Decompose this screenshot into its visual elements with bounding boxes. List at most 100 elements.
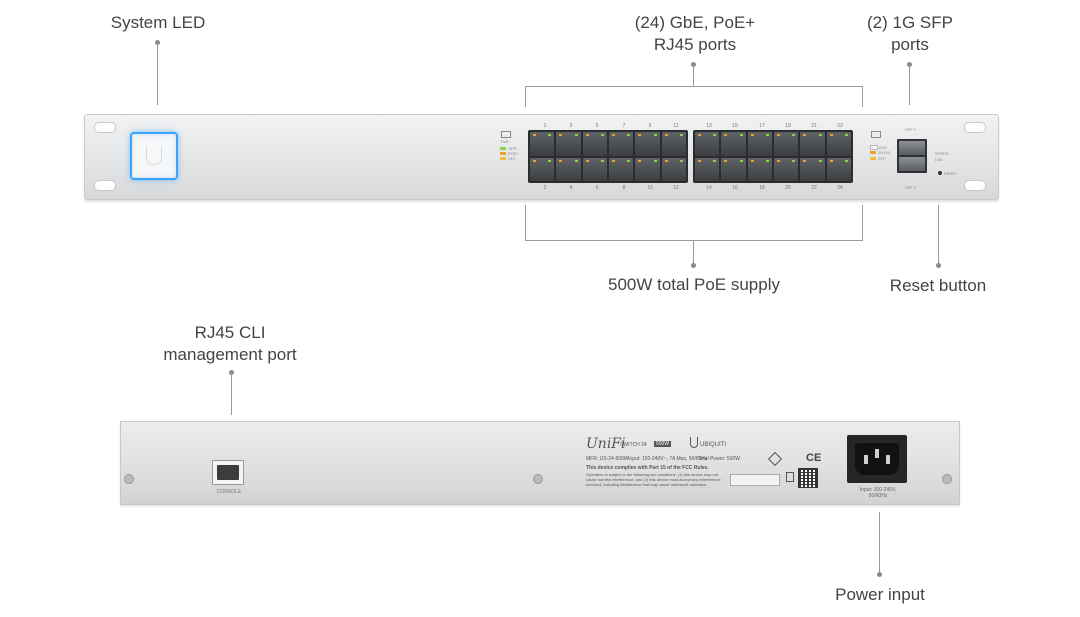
rj45-port[interactable] (661, 132, 686, 156)
rj45-port[interactable] (635, 132, 660, 156)
system-led (130, 132, 178, 180)
gbe-ports-callout-line2: RJ45 ports (653, 35, 737, 54)
switch-back-panel (120, 421, 960, 505)
certification-ce: CE (806, 452, 822, 464)
sfp-port[interactable] (899, 157, 925, 171)
ubiquiti-logo-icon (690, 437, 698, 448)
sfp-callout-line1: (2) 1G SFP (867, 13, 953, 32)
poe-bracket-bottom (525, 240, 863, 241)
screw-icon (533, 474, 543, 484)
power-callout-line (879, 512, 880, 572)
system-led-callout: System LED (110, 13, 206, 32)
qr-code (798, 468, 818, 488)
rj45-port[interactable] (721, 132, 746, 156)
port-number: 10 (647, 185, 653, 191)
legend-swatch-orange (500, 152, 506, 155)
port-number: 3 (569, 123, 573, 129)
rj45-port[interactable] (774, 157, 799, 181)
reset-callout-dot (936, 263, 941, 268)
rj45-port[interactable] (661, 157, 686, 181)
power-input-callout: Power input (835, 585, 925, 604)
console-label: CONSOLE (216, 489, 242, 495)
port-number: 12 (673, 185, 679, 191)
status-legend-label: LNK (935, 157, 943, 162)
left-legend-label: POE+ (508, 151, 519, 156)
rj45-port[interactable] (582, 132, 607, 156)
rj45-port[interactable] (635, 157, 660, 181)
rj45-port[interactable] (800, 157, 825, 181)
status-legend-label: SPEED (935, 151, 949, 156)
screw-icon (124, 474, 134, 484)
rj45-port[interactable] (800, 132, 825, 156)
sfp-cage (897, 139, 927, 173)
sfp-bottom-label: SFP 2 (905, 185, 917, 190)
legend-swatch-amber (500, 157, 506, 160)
right-legend-label: 10/100 (878, 150, 891, 155)
port-number: 24 (837, 185, 843, 191)
rj45-port[interactable] (556, 132, 581, 156)
power-callout-dot (877, 572, 882, 577)
rj45-port[interactable] (582, 157, 607, 181)
port-number: 13 (706, 123, 712, 129)
cli-callout-dot (229, 370, 234, 375)
poe-supply-callout: 500W total PoE supply (608, 275, 780, 294)
rack-ear-hole (94, 122, 116, 133)
fcc-body: Operation is subject to the following tw… (586, 472, 721, 487)
sfp-port[interactable] (899, 141, 925, 155)
port-number: 19 (785, 123, 791, 129)
port-number: 6 (595, 185, 599, 191)
poe-bracket-right (862, 205, 863, 240)
rj45-port[interactable] (747, 157, 772, 181)
cli-callout-line2: management port (163, 345, 297, 364)
right-legend-label: 1000 (878, 145, 887, 150)
system-led-callout-line (157, 43, 158, 105)
port-number: 7 (622, 123, 626, 129)
port-number: 11 (673, 123, 679, 129)
rj45-port[interactable] (747, 132, 772, 156)
rj45-port[interactable] (530, 132, 555, 156)
reset-button[interactable] (938, 171, 942, 175)
port-number: 15 (732, 123, 738, 129)
legend-swatch-orange (870, 151, 876, 154)
gbe-ports-callout-dot (691, 62, 696, 67)
reset-button-callout: Reset button (889, 276, 987, 295)
rj45-port[interactable] (721, 157, 746, 181)
left-legend-label: PoE (501, 139, 509, 144)
power-socket[interactable] (847, 435, 907, 483)
power-pin (875, 449, 879, 458)
sfp-callout-dot (907, 62, 912, 67)
port-number: 21 (811, 123, 817, 129)
rack-ear-hole (94, 180, 116, 191)
rj45-port[interactable] (609, 132, 634, 156)
console-port[interactable] (212, 460, 244, 485)
rj45-port[interactable] (695, 157, 720, 181)
fcc-heading: This device complies with Part 15 of the… (586, 465, 709, 471)
port-number: 8 (622, 185, 626, 191)
rj45-port[interactable] (695, 132, 720, 156)
cli-callout-line1: RJ45 CLI (194, 323, 266, 342)
sfp-top-label: SFP 1 (905, 127, 917, 132)
port-number: 18 (759, 185, 765, 191)
total-power-line: Total Power: 500W (698, 456, 740, 462)
port-number: 9 (648, 123, 652, 129)
screw-icon (942, 474, 952, 484)
port-number: 1 (543, 123, 547, 129)
rj45-port[interactable] (826, 157, 851, 181)
rj45-port[interactable] (556, 157, 581, 181)
gbe-ports-callout-stem (693, 65, 694, 86)
rj45-port[interactable] (609, 157, 634, 181)
port-number: 16 (732, 185, 738, 191)
legend-swatch-white (870, 145, 878, 150)
rj45-port[interactable] (530, 157, 555, 181)
port-number: 23 (837, 123, 843, 129)
port-number: 20 (785, 185, 791, 191)
right-legend-label: SFP (878, 156, 886, 161)
rack-ear-hole (964, 122, 986, 133)
rj45-port-group-right (693, 130, 853, 183)
port-number: 5 (595, 123, 599, 129)
reset-label: RESET (944, 171, 958, 176)
poe-bracket-left (525, 205, 526, 240)
rj45-port[interactable] (826, 132, 851, 156)
rj45-port[interactable] (774, 132, 799, 156)
sfp-callout-line (909, 65, 910, 105)
